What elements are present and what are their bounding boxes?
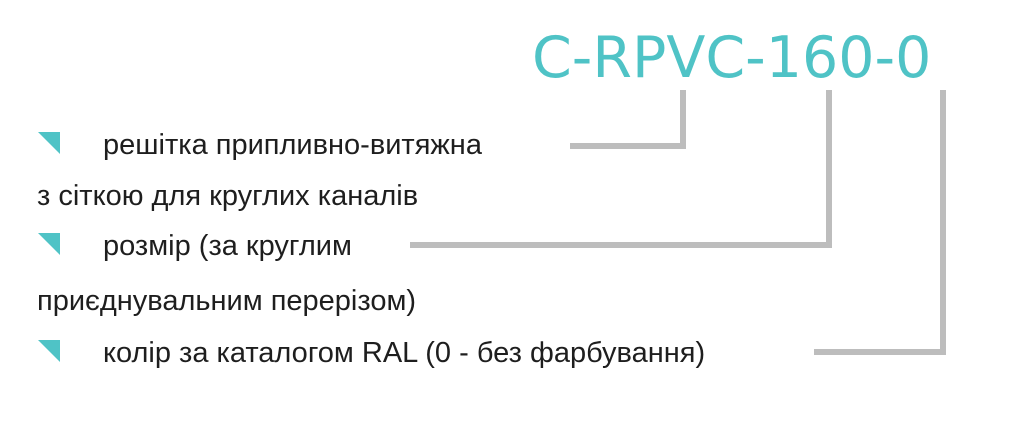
triangle-marker-icon <box>38 132 60 154</box>
description-text: розмір (за круглим <box>103 230 352 262</box>
description-line-5: колір за каталогом RAL (0 - без фарбуван… <box>103 335 705 371</box>
triangle-marker-icon <box>38 233 60 255</box>
triangle-marker-icon <box>38 340 60 362</box>
description-text: з сіткою для круглих каналів <box>37 180 419 212</box>
description-line-1: решітка припливно-витяжна <box>103 127 482 163</box>
leader-line-type <box>570 90 686 149</box>
model-code-title: C-RPVC-160-0 <box>532 25 932 91</box>
description-line-4: приєднувальним перерізом) <box>37 283 416 319</box>
leader-line-color <box>814 90 946 355</box>
leader-line-size <box>410 90 832 248</box>
description-text: приєднувальним перерізом) <box>37 285 417 317</box>
description-line-3: розмір (за круглим <box>103 228 352 264</box>
description-text: решітка припливно-витяжна <box>103 129 482 161</box>
description-text: колір за каталогом RAL (0 - без фарбуван… <box>103 337 706 369</box>
description-line-2: з сіткою для круглих каналів <box>37 178 418 214</box>
